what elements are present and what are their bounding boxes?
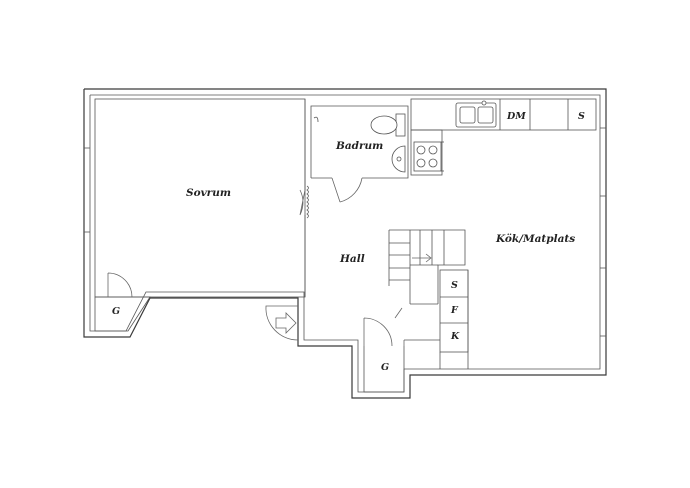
bedroom-door (299, 189, 306, 216)
wardrobe-bottom (363, 307, 440, 393)
label-cabinet-top: S (578, 111, 585, 122)
room-label-sovrum: Sovrum (186, 187, 231, 199)
label-fridge: F (450, 305, 459, 316)
wardrobe-left (94, 272, 151, 332)
bedroom (94, 98, 309, 298)
room-label-garderob-bottom: G (381, 362, 389, 373)
bathroom (310, 105, 409, 203)
room-label-hall: Hall (339, 253, 365, 265)
toilet-icon (370, 113, 406, 137)
label-freezer: K (450, 331, 460, 342)
washbasin-icon (391, 145, 406, 173)
stove-icon (413, 141, 444, 172)
room-label-garderob-left: G (112, 306, 120, 317)
label-cabinet: S (451, 280, 458, 291)
label-dishwasher: DM (506, 111, 526, 122)
windows (84, 127, 606, 337)
room-label-badrum: Badrum (335, 140, 383, 152)
entrance-arrow-icon (275, 312, 297, 334)
radiator-icon (306, 185, 309, 219)
entrance (265, 305, 299, 341)
stairs-icon (388, 229, 466, 305)
sink-icon (455, 100, 497, 128)
appliance-column (439, 269, 469, 369)
kitchen-counter (410, 98, 597, 176)
room-label-kok: Kök/Matplats (495, 233, 575, 245)
